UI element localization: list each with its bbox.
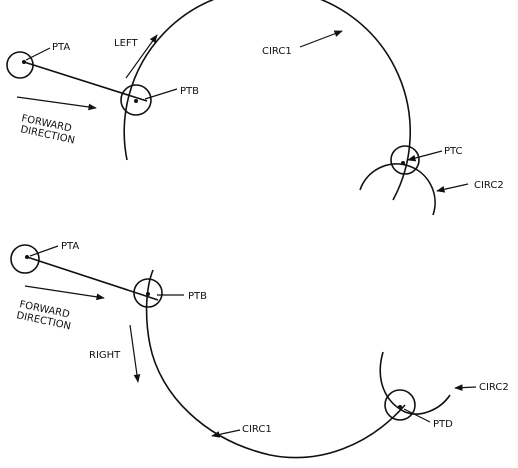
bottom-circ2-label: CIRC2 [479, 382, 509, 393]
top-ptb-circle [120, 84, 152, 116]
top-circ2-leader [436, 183, 469, 193]
top-ptb-leader [144, 88, 178, 100]
bottom-circ1-arc [145, 269, 406, 459]
bottom-circ1-leader [211, 429, 241, 438]
bottom-pta-label: PTA [61, 241, 79, 252]
top-ptc-circle [390, 145, 420, 175]
bottom-circ2-leader [454, 384, 477, 391]
bottom-ptb-dot [146, 292, 150, 296]
top-ptb-label: PTB [180, 86, 199, 97]
top-left-arrow [125, 34, 158, 79]
top-diagram: PTA LEFT PTB CIRC1 PTC CIRC2 FORWARD DIR… [6, 0, 504, 216]
bottom-diagram: PTA PTB RIGHT CIRC1 PTD CIRC2 FORWARD DI… [10, 241, 509, 459]
bottom-forward-arrow [24, 285, 105, 301]
top-ptc-label: PTC [444, 146, 463, 157]
bottom-ptd-label: PTD [433, 419, 453, 430]
bottom-right-arrow [129, 324, 141, 383]
top-left-label: LEFT [114, 38, 138, 49]
top-ptb-dot [134, 99, 138, 103]
top-circ1-leader [299, 30, 343, 48]
bottom-circ2-arc [379, 351, 451, 415]
bottom-pta-leader [29, 245, 59, 257]
bottom-circ1-label: CIRC1 [242, 424, 272, 435]
top-circ1-label: CIRC1 [262, 46, 292, 57]
top-pta-leader [25, 47, 51, 61]
top-forward-arrow [16, 96, 97, 111]
bottom-ptd-circle [384, 389, 416, 421]
top-pta-ptb-line [23, 61, 148, 102]
bottom-ptd-leader [403, 408, 431, 423]
top-circ2-label: CIRC2 [474, 180, 504, 191]
top-circ2-arc [359, 163, 436, 216]
bottom-right-label: RIGHT [89, 350, 121, 361]
top-pta-label: PTA [52, 42, 70, 53]
bottom-ptb-label: PTB [188, 291, 207, 302]
top-pta-circle [6, 51, 34, 79]
bottom-pta-circle [10, 244, 40, 274]
top-circ1-arc [123, 0, 412, 201]
top-ptc-leader [407, 150, 443, 162]
bottom-ptb-circle [133, 278, 163, 308]
bottom-pta-ptb-line [26, 256, 159, 301]
